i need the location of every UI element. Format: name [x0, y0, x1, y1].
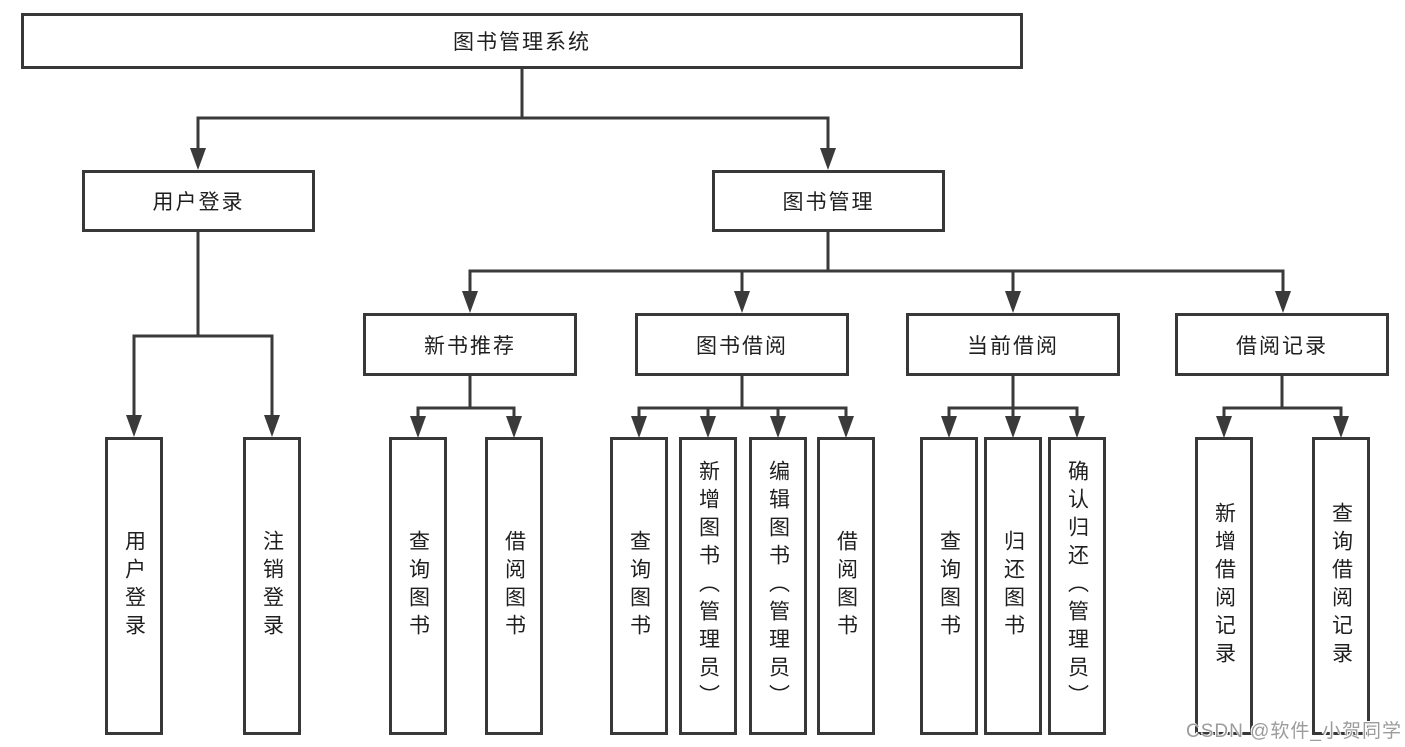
node-new-book-recommend: 新书推荐: [363, 313, 577, 376]
arrow-down-icon: [1216, 416, 1232, 438]
node-label: 图书借阅: [696, 334, 788, 358]
csdn-watermark: CSDN @软件_小贺同学: [1186, 721, 1402, 742]
arrow-down-icon: [631, 416, 647, 438]
node-label: 归还图书: [1001, 530, 1025, 642]
node-label: 注销登录: [260, 530, 284, 642]
arrow-down-icon: [838, 416, 854, 438]
node-label: 用户登录: [122, 530, 146, 642]
arrow-down-icon: [1069, 416, 1085, 438]
node-borrow-records: 借阅记录: [1175, 313, 1389, 376]
arrow-down-icon: [462, 291, 478, 313]
node-current-borrow: 当前借阅: [906, 313, 1120, 376]
leaf-records-query-record: 查询借阅记录: [1312, 437, 1370, 735]
node-book-management: 图书管理: [712, 170, 945, 232]
node-label: 新增借阅记录: [1212, 502, 1236, 670]
arrow-down-icon: [126, 415, 142, 437]
node-book-borrow: 图书借阅: [635, 313, 849, 376]
arrow-down-icon: [1005, 416, 1021, 438]
arrow-down-icon: [734, 291, 750, 313]
leaf-records-add-record: 新增借阅记录: [1195, 437, 1253, 735]
arrow-down-icon: [941, 416, 957, 438]
leaf-borrow-add-book-admin: 新增图书（管理员）: [679, 437, 737, 735]
leaf-recommend-query-book: 查询图书: [389, 437, 447, 735]
leaf-borrow-borrow-book: 借阅图书: [817, 437, 875, 735]
leaf-current-confirm-return-admin: 确认归还（管理员）: [1048, 437, 1106, 735]
node-label: 图书管理: [782, 191, 875, 214]
leaf-logout: 注销登录: [243, 437, 301, 735]
arrow-down-icon: [1275, 291, 1291, 313]
node-label: 编辑图书（管理员）: [766, 460, 790, 712]
node-label: 查询借阅记录: [1329, 502, 1353, 670]
leaf-borrow-query-book: 查询图书: [610, 437, 668, 735]
arrow-down-icon: [264, 415, 280, 437]
arrow-down-icon: [410, 416, 426, 438]
arrow-down-icon: [700, 416, 716, 438]
arrow-down-icon: [770, 416, 786, 438]
leaf-recommend-borrow-book: 借阅图书: [485, 437, 543, 735]
node-label: 新增图书（管理员）: [696, 460, 720, 712]
leaf-borrow-edit-book-admin: 编辑图书（管理员）: [749, 437, 807, 735]
node-label: 新书推荐: [424, 334, 516, 358]
node-label: 查询图书: [937, 530, 961, 642]
arrow-down-icon: [190, 148, 206, 170]
node-label: 借阅图书: [834, 530, 858, 642]
arrow-down-icon: [506, 416, 522, 438]
arrow-down-icon: [1333, 416, 1349, 438]
node-user-login: 用户登录: [82, 170, 315, 232]
leaf-current-return-book: 归还图书: [984, 437, 1042, 735]
node-label: 当前借阅: [967, 334, 1059, 358]
node-label: 借阅图书: [502, 530, 526, 642]
node-label: 图书管理系统: [453, 31, 591, 54]
node-root-system: 图书管理系统: [21, 13, 1023, 69]
leaf-user-login: 用户登录: [105, 437, 163, 735]
node-label: 用户登录: [152, 191, 245, 214]
arrow-down-icon: [820, 148, 836, 170]
node-label: 确认归还（管理员）: [1065, 460, 1089, 712]
arrow-down-icon: [1005, 291, 1021, 313]
node-label: 查询图书: [406, 530, 430, 642]
leaf-current-query-book: 查询图书: [920, 437, 978, 735]
node-label: 借阅记录: [1236, 334, 1328, 358]
node-label: 查询图书: [627, 530, 651, 642]
